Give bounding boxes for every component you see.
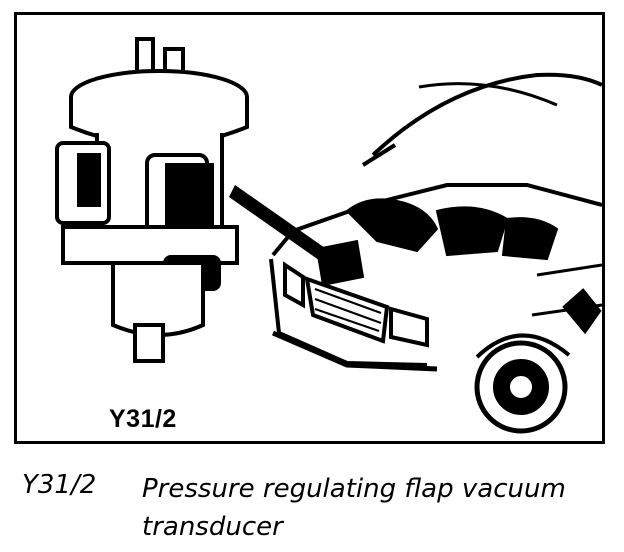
diagram-frame: Y31/2 xyxy=(14,12,605,444)
car-engine-bay-illustration xyxy=(269,72,602,434)
caption-description: Pressure regulating flap vacuum transduc… xyxy=(142,474,566,542)
vacuum-transducer-illustration xyxy=(55,37,249,363)
part-label: Y31/2 xyxy=(109,405,177,433)
caption-part-code: Y31/2 xyxy=(22,470,97,500)
diagram-illustration xyxy=(55,37,602,434)
